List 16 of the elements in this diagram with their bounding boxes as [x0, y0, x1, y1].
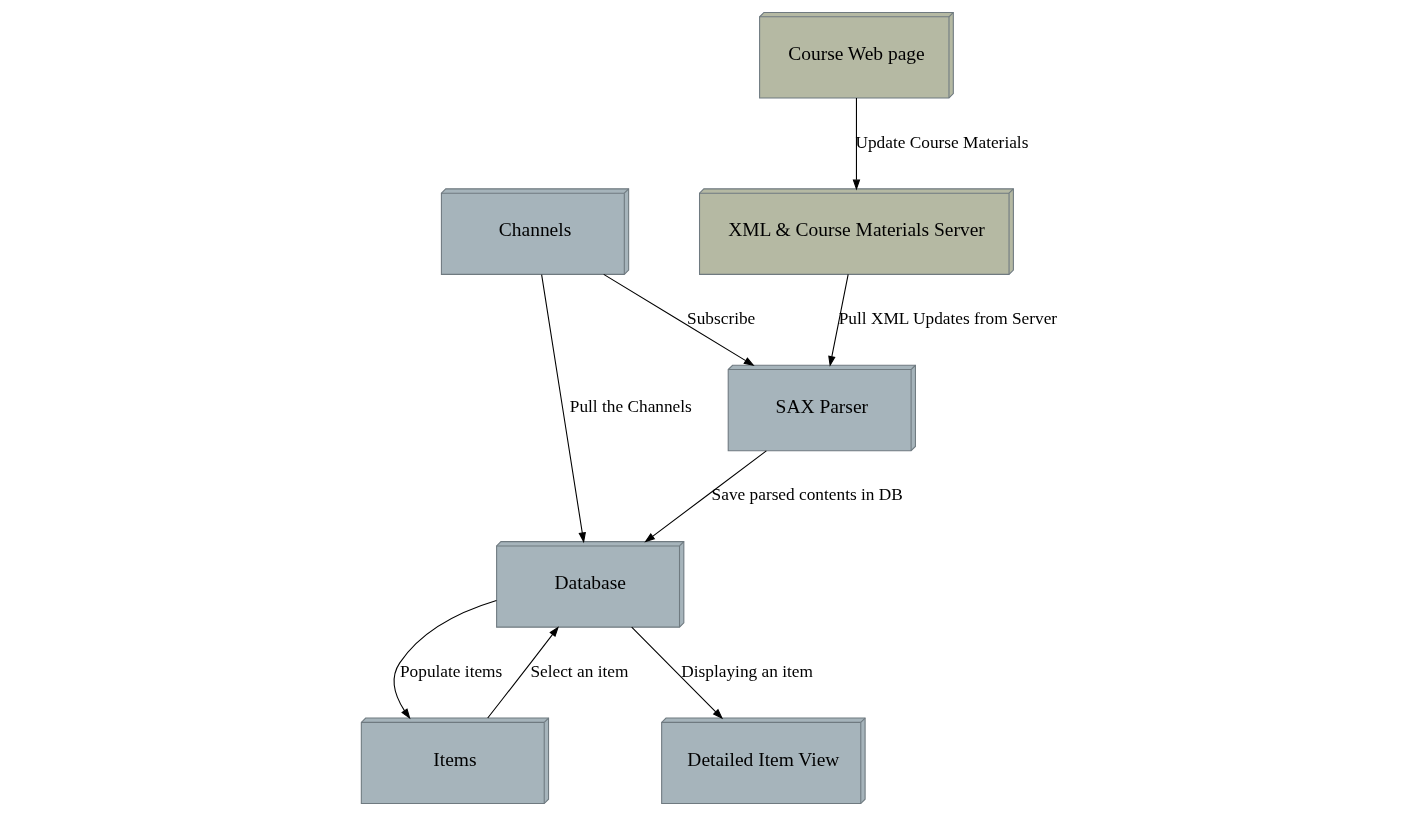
- edge-label: Populate items: [399, 661, 503, 681]
- arrow: [852, 97, 861, 191]
- edge-label: Subscribe: [687, 308, 756, 328]
- arrow: [631, 626, 724, 720]
- edge-label: Pull XML Updates from Server: [838, 308, 1058, 328]
- edge-label: Select an item: [530, 661, 629, 681]
- arrow: [603, 273, 755, 367]
- edge-label: Save parsed contents in DB: [711, 485, 903, 505]
- arrow: [541, 274, 586, 544]
- edge-label: Update Course Materials: [855, 132, 1029, 152]
- arrow: [393, 599, 497, 720]
- edge-label: Displaying an item: [681, 661, 813, 681]
- arrow: [644, 450, 767, 543]
- arrow: [487, 626, 559, 719]
- arrow: [828, 273, 849, 367]
- edge-label: Pull the Channels: [569, 397, 692, 417]
